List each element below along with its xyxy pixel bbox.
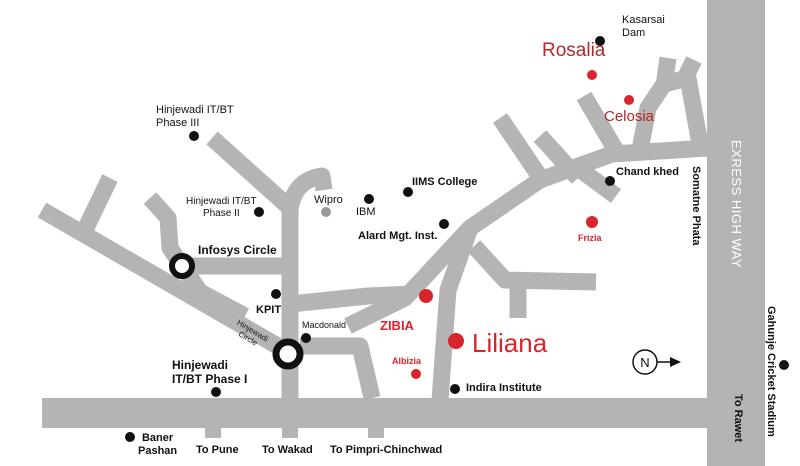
hinjewadi-phase1-dot xyxy=(211,387,221,397)
iims-college-label: IIMS College xyxy=(412,176,478,188)
spur-ne xyxy=(572,161,622,203)
hinjewadi-phase2-line1: Hinjewadi IT/BT xyxy=(186,196,257,207)
baner-line1: Baner xyxy=(141,432,174,444)
hinjewadi-phase1-line1: Hinjewadi xyxy=(172,358,229,372)
rosalia-dot xyxy=(587,70,597,80)
phase3-road xyxy=(206,131,296,215)
macdonald-road xyxy=(300,337,381,400)
north-arrow-head xyxy=(670,357,681,367)
road-to-wakad xyxy=(282,426,298,438)
infosys-circle-label: Infosys Circle xyxy=(198,243,277,257)
frizia-road xyxy=(467,240,597,291)
spur-rosalia xyxy=(576,91,626,159)
kasarsai-dam-line1: Kasarsai xyxy=(622,14,665,26)
albizia-dot xyxy=(411,369,421,379)
iims-dot xyxy=(403,187,413,197)
indira-institute-label: Indira Institute xyxy=(466,382,542,394)
zibia-label: ZIBIA xyxy=(380,318,414,333)
celosia-label: Celosia xyxy=(604,108,655,125)
infosys-loop-road xyxy=(143,192,249,324)
indira-dot xyxy=(450,384,460,394)
to-pune-label: To Pune xyxy=(196,444,239,456)
celosia-branch-2 xyxy=(676,56,702,84)
ibm-label: IBM xyxy=(356,206,376,218)
liliana-label: Liliana xyxy=(472,328,548,358)
spur-n xyxy=(533,130,585,184)
hinjewadi-phase1-line2: IT/BT Phase I xyxy=(172,372,248,386)
frizia-dot xyxy=(586,216,598,228)
celosia-dot xyxy=(624,95,634,105)
liliana-dot xyxy=(448,333,464,349)
kasarsai-dam-dot xyxy=(595,36,605,46)
to-wakad-label: To Wakad xyxy=(262,444,313,456)
central-vertical-road xyxy=(281,167,333,400)
kasarsai-dam-line2: Dam xyxy=(622,27,646,39)
hinjewadi-circle-icon xyxy=(272,338,304,370)
chand-khed-dot xyxy=(605,176,615,186)
road-lines xyxy=(37,56,709,401)
main-diagonal-road xyxy=(344,139,709,334)
hinjewadi-phase3-line1: Hinjewadi IT/BT xyxy=(156,104,234,116)
baner-dot xyxy=(125,432,135,442)
wipro-dot xyxy=(321,207,331,217)
liliana-road xyxy=(431,225,479,401)
alard-dot xyxy=(439,219,449,229)
hinjewadi-phase2-dot xyxy=(254,207,264,217)
rosalia-label: Rosalia xyxy=(542,40,606,61)
hinjewadi-phase3-line2: Phase III xyxy=(156,117,200,129)
to-pimpri-label: To Pimpri-Chinchwad xyxy=(330,444,443,456)
roads xyxy=(42,0,765,466)
zibia-dot xyxy=(419,289,433,303)
somatne-phata-label: Somatne Phata xyxy=(690,166,702,246)
express-highway xyxy=(707,0,765,466)
ibm-dot xyxy=(364,194,374,204)
celosia-branch xyxy=(655,56,677,88)
express-highway-label: EXRESS HIGH WAY xyxy=(729,140,744,269)
road-to-pimpri xyxy=(368,426,384,438)
infosys-circle-icon xyxy=(169,253,195,279)
macdonald-label: Macdonald xyxy=(302,320,347,330)
baner-line2: Pashan xyxy=(138,445,178,457)
to-rawet-label: To Rawet xyxy=(732,394,744,443)
north-letter: N xyxy=(640,355,649,370)
dots xyxy=(125,36,789,442)
gahunje-dot xyxy=(779,360,789,370)
alard-label: Alard Mgt. Inst. xyxy=(358,230,438,242)
hinjewadi-phase3-dot xyxy=(189,131,199,141)
albizia-label: Albizia xyxy=(392,356,422,366)
road-to-pune xyxy=(205,426,221,438)
spur-nw xyxy=(492,113,550,185)
kpit-label: KPIT xyxy=(256,304,282,316)
kpit-dot xyxy=(271,289,281,299)
main-road xyxy=(42,398,710,428)
hinjewadi-phase2-line2: Phase II xyxy=(202,208,240,219)
frizia-label: Frizia xyxy=(578,233,602,243)
wipro-label: Wipro xyxy=(314,194,343,206)
macdonald-dot xyxy=(301,333,311,343)
branch-road-west xyxy=(74,174,118,240)
extras: N xyxy=(632,349,681,375)
chand-khed-label: Chand khed xyxy=(616,166,679,178)
gahunje-stadium-label: Gahunje Cricket Stadium xyxy=(765,306,777,437)
